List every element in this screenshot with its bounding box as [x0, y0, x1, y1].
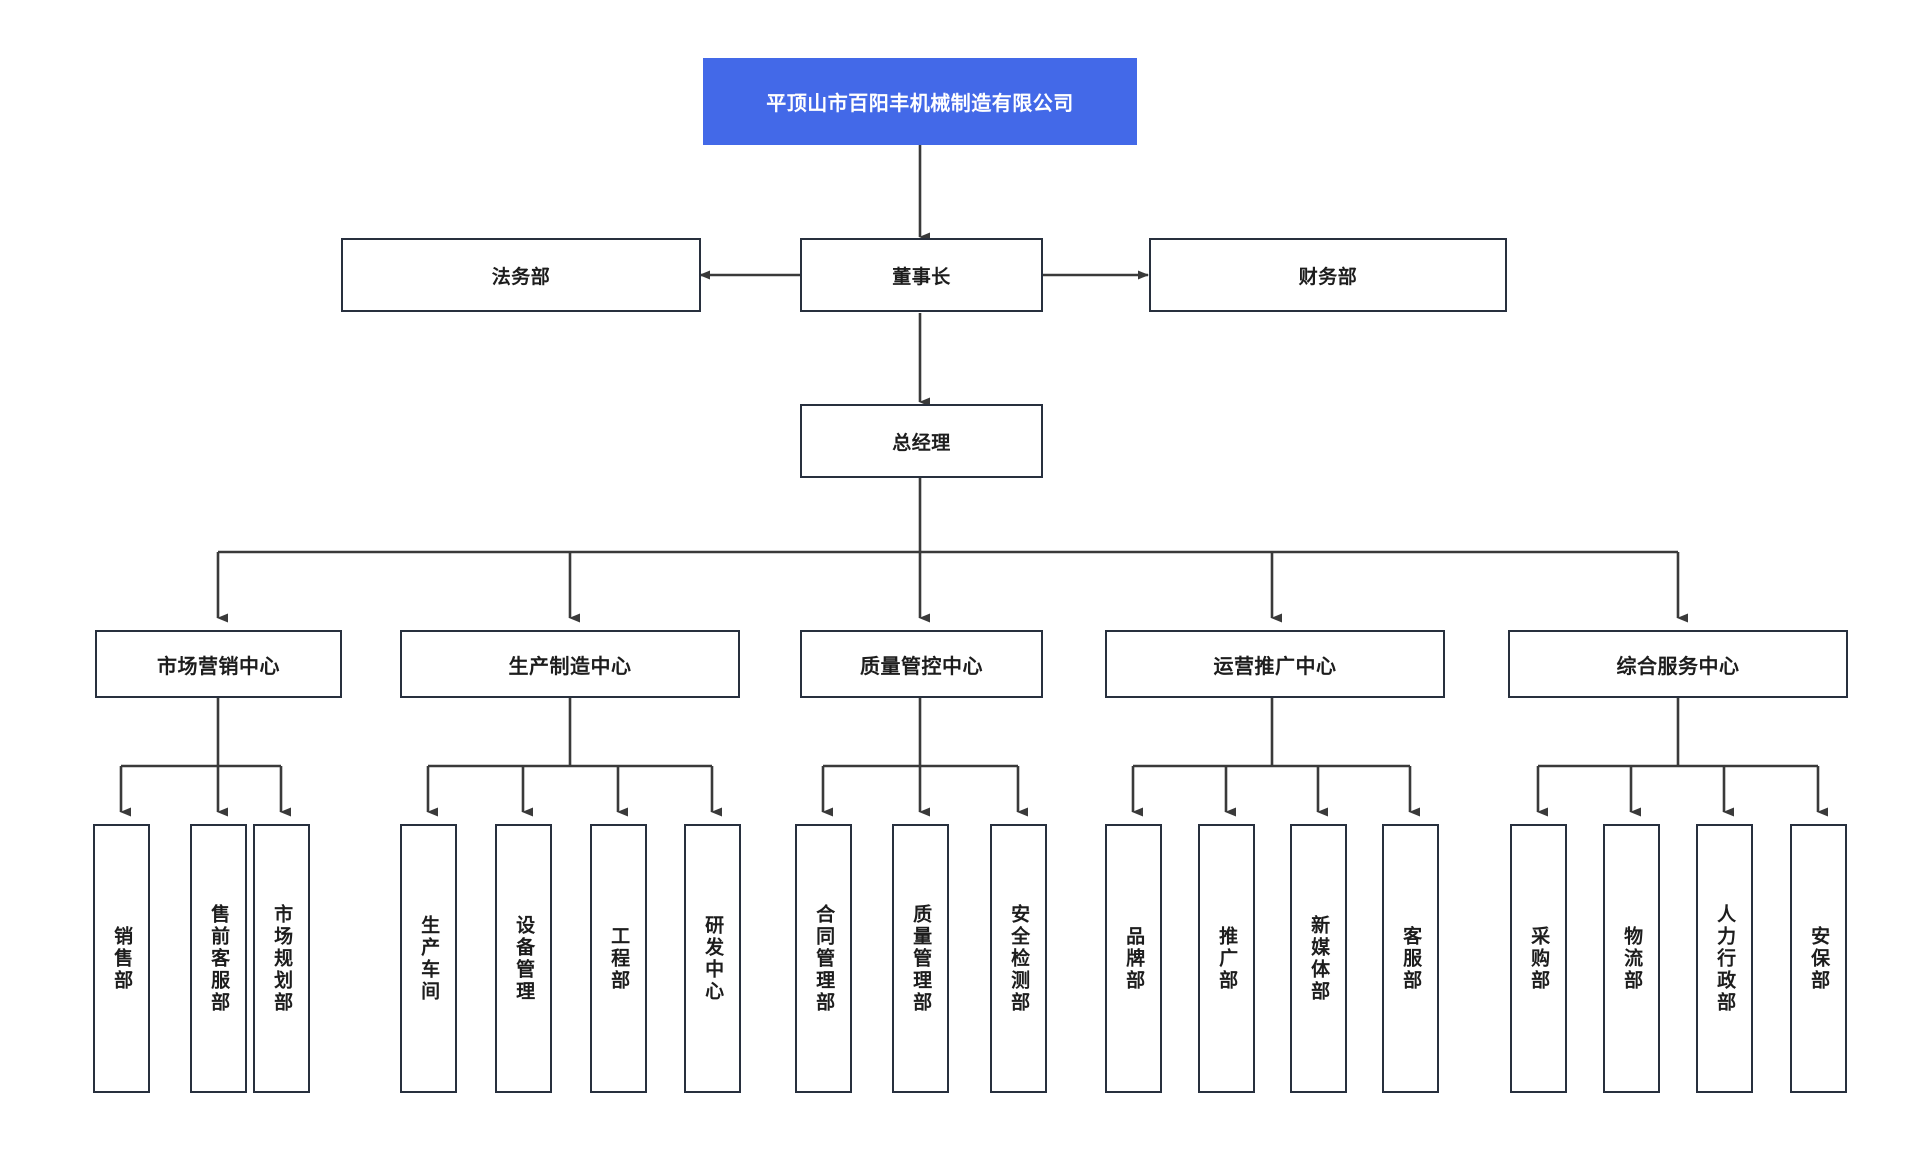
node-label: 客服部 — [1400, 925, 1422, 992]
node-center-quality[interactable]: 质量管控中心 — [800, 630, 1043, 698]
node-label: 采购部 — [1528, 925, 1550, 992]
node-label: 合同管理部 — [813, 903, 835, 1014]
node-label: 工程部 — [608, 925, 630, 992]
node-dept-equipment-management[interactable]: 设备管理 — [495, 824, 552, 1093]
node-label: 平顶山市百阳丰机械制造有限公司 — [766, 93, 1074, 115]
node-dept-safety-inspection[interactable]: 安全检测部 — [990, 824, 1047, 1093]
node-center-operations[interactable]: 运营推广中心 — [1105, 630, 1445, 698]
node-label: 法务部 — [491, 266, 551, 288]
node-dept-promotion[interactable]: 推广部 — [1198, 824, 1255, 1093]
node-dept-market-planning[interactable]: 市场规划部 — [253, 824, 310, 1093]
node-dept-hr-administration[interactable]: 人力行政部 — [1696, 824, 1753, 1093]
node-chairman[interactable]: 董事长 — [800, 238, 1043, 312]
node-label: 安保部 — [1808, 925, 1830, 992]
node-dept-brand[interactable]: 品牌部 — [1105, 824, 1162, 1093]
node-label: 研发中心 — [702, 914, 724, 1003]
node-dept-production-workshop[interactable]: 生产车间 — [400, 824, 457, 1093]
node-dept-logistics[interactable]: 物流部 — [1603, 824, 1660, 1093]
node-center-marketing[interactable]: 市场营销中心 — [95, 630, 342, 698]
node-dept-presales-service[interactable]: 售前客服部 — [190, 824, 247, 1093]
node-dept-customer-service[interactable]: 客服部 — [1382, 824, 1439, 1093]
node-dept-new-media[interactable]: 新媒体部 — [1290, 824, 1347, 1093]
node-label: 物流部 — [1621, 925, 1643, 992]
node-label: 董事长 — [892, 266, 951, 288]
node-general-manager[interactable]: 总经理 — [800, 404, 1043, 478]
node-label: 运营推广中心 — [1213, 655, 1337, 678]
node-center-general-services[interactable]: 综合服务中心 — [1508, 630, 1848, 698]
node-label: 总经理 — [892, 432, 951, 454]
node-legal-department[interactable]: 法务部 — [341, 238, 701, 312]
node-label: 安全检测部 — [1008, 903, 1030, 1014]
node-label: 设备管理 — [513, 914, 535, 1003]
node-label: 质量管理部 — [910, 903, 932, 1014]
node-dept-contract-management[interactable]: 合同管理部 — [795, 824, 852, 1093]
node-label: 售前客服部 — [208, 903, 230, 1014]
node-label: 人力行政部 — [1714, 903, 1736, 1014]
node-label: 财务部 — [1298, 266, 1358, 288]
node-finance-department[interactable]: 财务部 — [1149, 238, 1507, 312]
node-label: 市场营销中心 — [157, 655, 280, 678]
node-label: 生产车间 — [418, 914, 440, 1003]
node-label: 销售部 — [111, 925, 133, 992]
node-label: 品牌部 — [1123, 925, 1145, 992]
node-label: 市场规划部 — [271, 903, 293, 1014]
node-dept-procurement[interactable]: 采购部 — [1510, 824, 1567, 1093]
node-company-root[interactable]: 平顶山市百阳丰机械制造有限公司 — [703, 58, 1137, 145]
node-dept-security[interactable]: 安保部 — [1790, 824, 1847, 1093]
node-dept-engineering[interactable]: 工程部 — [590, 824, 647, 1093]
node-label: 质量管控中心 — [860, 655, 983, 678]
node-label: 生产制造中心 — [508, 655, 632, 678]
node-label: 推广部 — [1216, 925, 1238, 992]
node-label: 综合服务中心 — [1616, 655, 1740, 678]
node-label: 新媒体部 — [1308, 914, 1330, 1003]
node-dept-sales[interactable]: 销售部 — [93, 824, 150, 1093]
node-dept-rnd-center[interactable]: 研发中心 — [684, 824, 741, 1093]
node-dept-quality-management[interactable]: 质量管理部 — [892, 824, 949, 1093]
node-center-manufacturing[interactable]: 生产制造中心 — [400, 630, 740, 698]
